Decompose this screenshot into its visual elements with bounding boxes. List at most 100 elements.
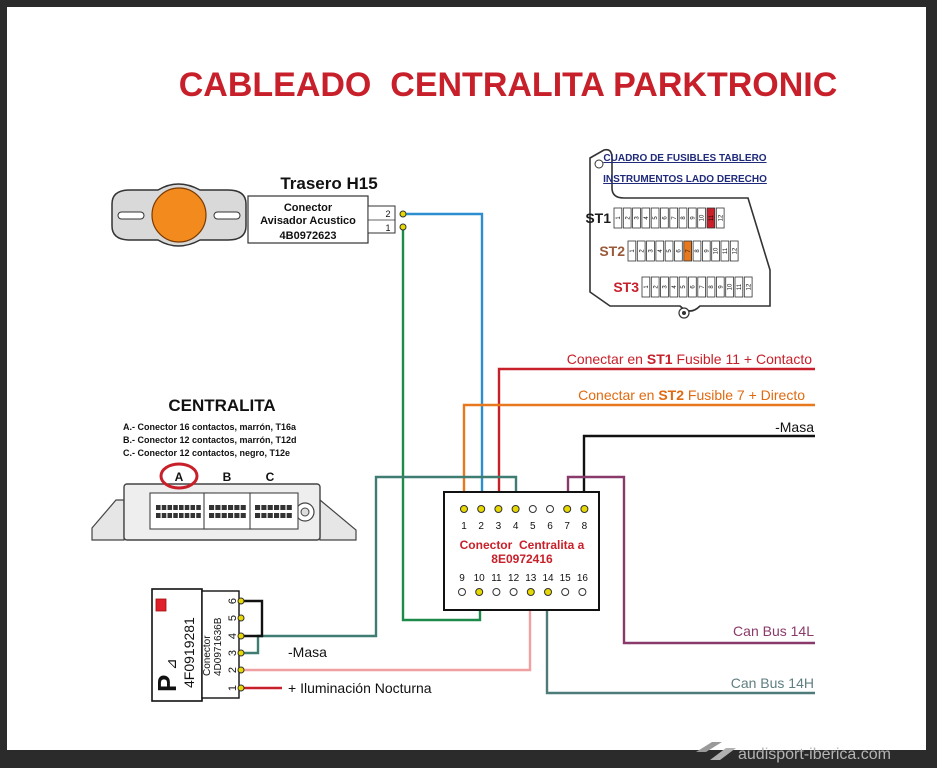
main-pin-label-7: 7 bbox=[564, 521, 570, 532]
fuse-st2-7 bbox=[683, 240, 692, 262]
masa-right-label: -Masa bbox=[775, 419, 814, 435]
switch-led bbox=[155, 598, 167, 612]
fuse-st3-4 bbox=[669, 276, 679, 298]
rear-box-line-2: Avisador Acustico bbox=[260, 215, 356, 227]
cu-pin bbox=[286, 513, 292, 518]
fuse-number-st1-8: 8 bbox=[681, 216, 687, 220]
fuse-number-st2-7: 7 bbox=[686, 249, 692, 253]
switch-pin-dot-2 bbox=[237, 666, 245, 674]
fuse-number-st2-12: 12 bbox=[732, 247, 738, 254]
cu-pin bbox=[209, 505, 215, 510]
switch-conector-line-1: Conector bbox=[202, 635, 213, 676]
rear-connector-box bbox=[247, 195, 369, 244]
main-pin-bottom-11 bbox=[492, 588, 501, 596]
cu-pin bbox=[280, 513, 286, 518]
cu-pin bbox=[280, 505, 286, 510]
cu-pin bbox=[215, 505, 221, 510]
st1-prefix: Conectar en bbox=[567, 351, 647, 367]
cu-pin bbox=[167, 505, 173, 510]
fuse-st1-12 bbox=[715, 207, 725, 229]
fuse-st2-9 bbox=[702, 240, 711, 262]
fuse-st1-7 bbox=[669, 207, 678, 229]
main-pin-label-11: 11 bbox=[491, 573, 502, 584]
fuse-row-label-st1: ST1 bbox=[585, 210, 611, 226]
switch-pin-dot-1 bbox=[237, 684, 245, 692]
cu-pin bbox=[209, 513, 215, 518]
main-pin-label-10: 10 bbox=[474, 573, 486, 584]
st2-suffix: Fusible 7 + Directo bbox=[684, 387, 805, 403]
fuse-st1-8 bbox=[678, 207, 688, 229]
fuse-st2-3 bbox=[646, 240, 655, 262]
centralita-note-a: A.- Conector 16 contactos, marrón, T16a bbox=[123, 422, 297, 432]
fuse-number-st3-12: 12 bbox=[746, 283, 752, 290]
main-pin-top-5 bbox=[528, 505, 537, 513]
fuse-number-st2-1: 1 bbox=[630, 249, 636, 253]
fuse-st1-9 bbox=[688, 207, 697, 229]
wire-pink bbox=[241, 592, 532, 672]
cu-pin bbox=[267, 505, 273, 510]
buzzer-slot-left bbox=[117, 211, 145, 220]
main-pin-label-9: 9 bbox=[459, 573, 465, 584]
wire-blue bbox=[403, 212, 484, 508]
fuse-st3-9 bbox=[716, 276, 725, 298]
switch-pin-label-4: 4 bbox=[227, 633, 239, 639]
cu-pin bbox=[167, 513, 173, 518]
fuse-number-st2-4: 4 bbox=[658, 249, 664, 253]
main-pin-bottom-12 bbox=[509, 588, 518, 596]
main-pin-top-3 bbox=[494, 505, 503, 513]
watermark-logo bbox=[696, 742, 722, 752]
cu-pin bbox=[286, 505, 292, 510]
switch-pin-block bbox=[201, 590, 240, 699]
fuse-st2-6 bbox=[674, 240, 683, 262]
rear-heading: Trasero H15 bbox=[280, 174, 377, 193]
fuse-st2-11 bbox=[720, 240, 730, 262]
rear-pin-1-dot bbox=[399, 223, 407, 231]
connector-b-shell bbox=[203, 492, 253, 530]
main-connector-label-1: Conector Centralita a bbox=[460, 538, 585, 552]
connector-letter-a: A bbox=[175, 470, 184, 484]
main-pin-top-7 bbox=[563, 505, 572, 513]
connector-letter-c: C bbox=[266, 470, 275, 484]
watermark-text: audisport-iberica.com bbox=[738, 746, 891, 763]
fuse-number-st2-11: 11 bbox=[723, 247, 729, 254]
cu-pin bbox=[156, 505, 161, 510]
watermark-logo-2 bbox=[710, 748, 736, 760]
wire-orange bbox=[462, 403, 815, 508]
fuse-st2-2 bbox=[636, 240, 646, 262]
fuse-number-st2-8: 8 bbox=[695, 249, 701, 253]
switch-pin-label-3: 3 bbox=[227, 650, 239, 656]
cu-pin bbox=[190, 513, 196, 518]
main-pin-top-2 bbox=[477, 505, 486, 513]
fuse-st2-1 bbox=[627, 240, 637, 262]
can-l-label: Can Bus 14L bbox=[733, 623, 814, 639]
fuse-st3-8 bbox=[706, 276, 716, 298]
centralita-note-c: C.- Conector 12 contactos, negro, T12e bbox=[123, 448, 290, 458]
fuse-number-st1-11: 11 bbox=[709, 214, 715, 221]
fuse-st2-10 bbox=[711, 240, 720, 262]
wires bbox=[241, 212, 815, 695]
fuse-row-label-st3: ST3 bbox=[613, 279, 639, 295]
fuse-number-st3-2: 2 bbox=[653, 285, 659, 289]
st1-strong: ST1 bbox=[647, 351, 673, 367]
cu-pin bbox=[234, 513, 240, 518]
main-pin-label-15: 15 bbox=[560, 573, 572, 584]
switch-park-icon: ⊿ bbox=[164, 658, 180, 670]
cu-pin bbox=[240, 505, 246, 510]
fuse-number-st3-7: 7 bbox=[700, 285, 706, 289]
switch-pin-dot-3 bbox=[237, 649, 245, 657]
main-pin-bottom-13 bbox=[526, 588, 535, 596]
cu-pin bbox=[196, 513, 201, 518]
fuse-number-st2-6: 6 bbox=[677, 249, 683, 253]
fuse-number-st3-6: 6 bbox=[691, 285, 697, 289]
rear-buzzer bbox=[111, 183, 247, 247]
fuse-number-st2-2: 2 bbox=[639, 249, 645, 253]
cu-pin bbox=[255, 505, 261, 510]
main-pin-bottom-16 bbox=[578, 588, 587, 596]
fuse-number-st3-11: 11 bbox=[737, 283, 743, 290]
fuse-st2-4 bbox=[655, 240, 665, 262]
fuse-st3-3 bbox=[660, 276, 669, 298]
fuse-number-st1-5: 5 bbox=[653, 216, 659, 220]
centralita-note-b: B.- Conector 12 contactos, marrón, T12d bbox=[123, 435, 297, 445]
connector-a-highlight bbox=[159, 462, 199, 490]
